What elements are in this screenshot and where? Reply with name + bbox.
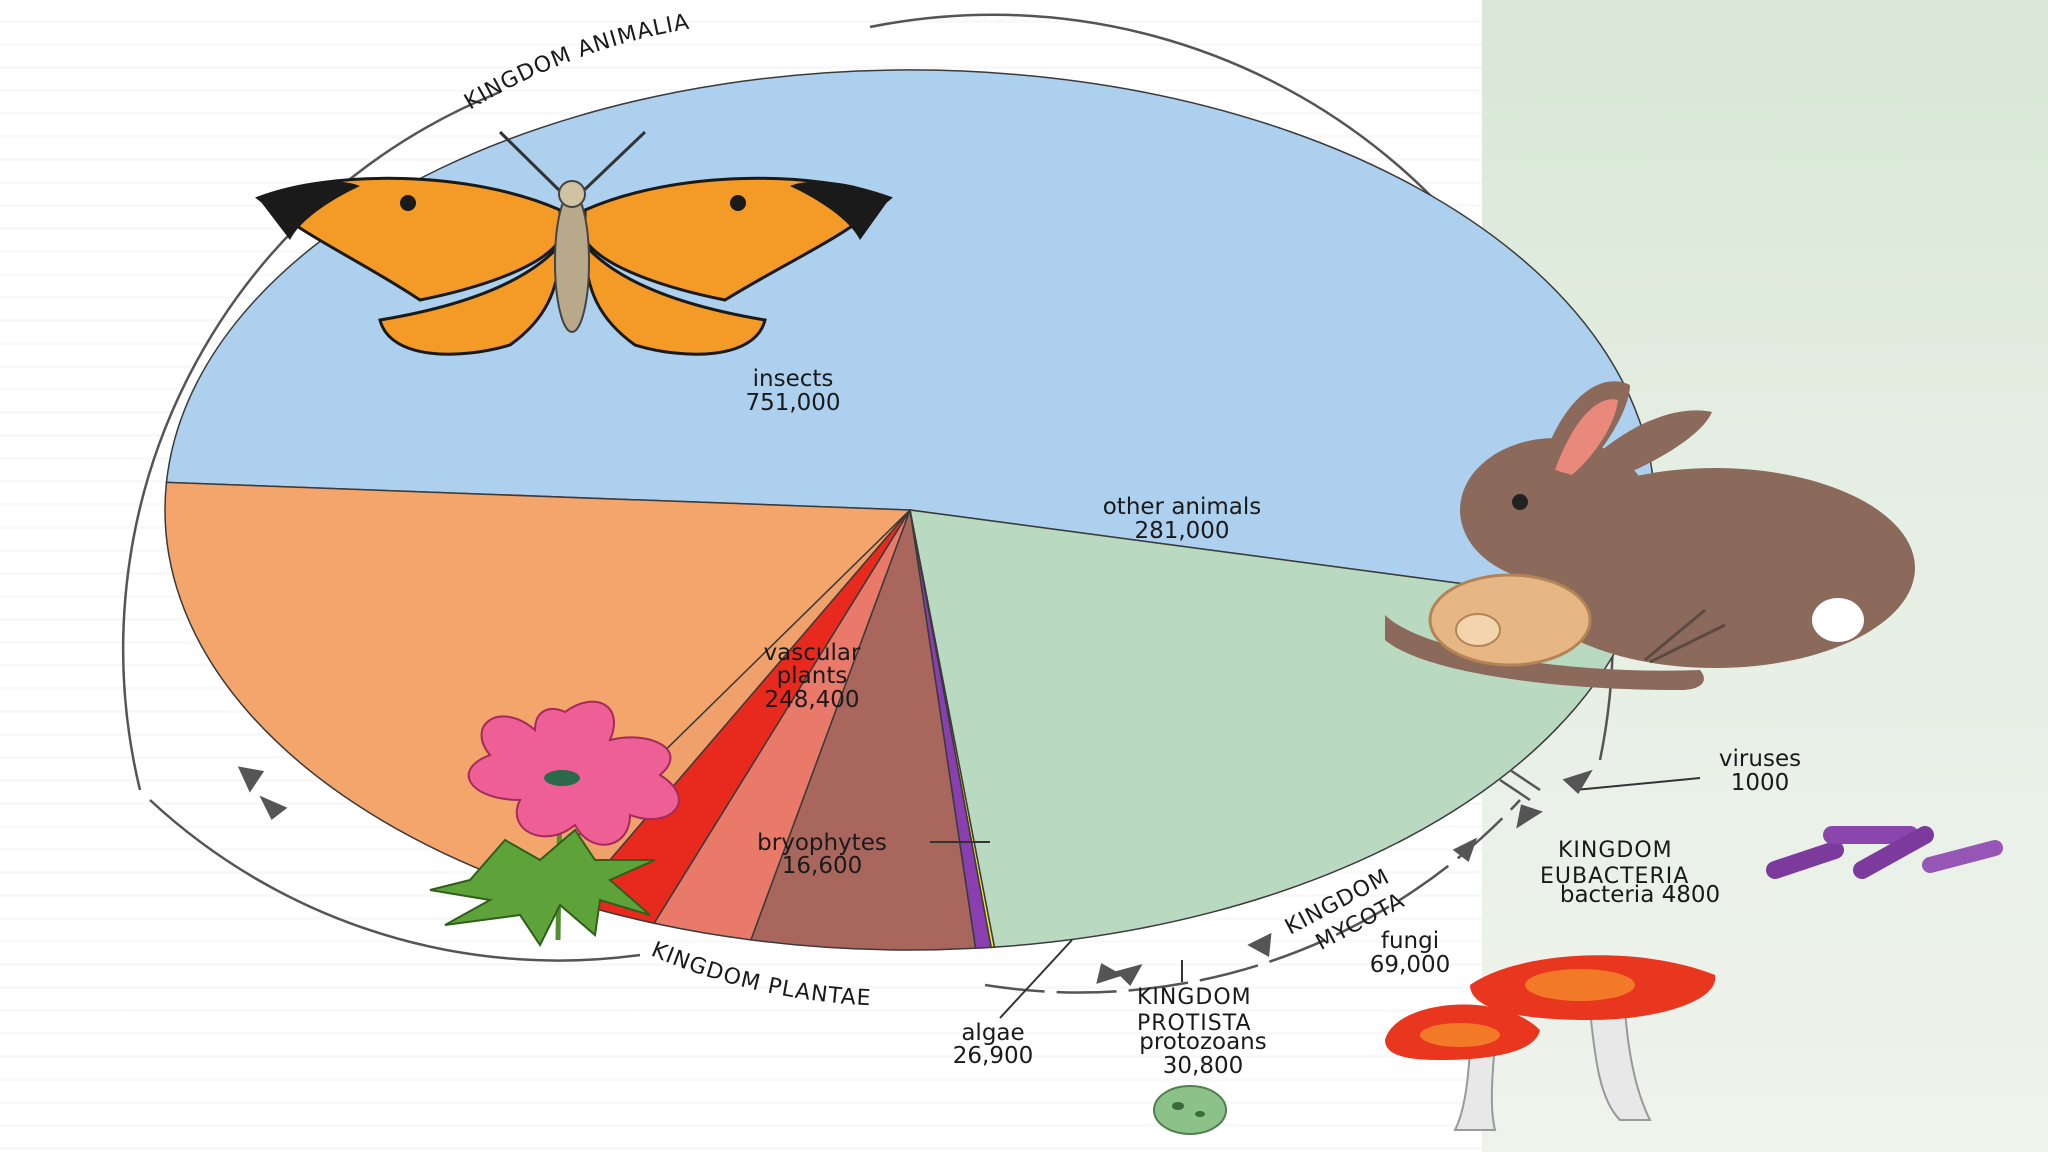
value-protozoans: 30,800	[1163, 1053, 1243, 1079]
value-fungi: 69,000	[1370, 952, 1450, 978]
protozoan-illustration	[1153, 1085, 1227, 1135]
flower-illustration	[429, 700, 680, 947]
value-vascular-plants: 248,400	[764, 687, 859, 713]
kingdom-ring-lower	[984, 799, 1521, 994]
value-insects: 751,000	[745, 390, 840, 416]
kingdom-ring-plantae	[149, 799, 641, 962]
ring-break-viruses-a	[1499, 778, 1531, 802]
value-viruses: 1000	[1731, 770, 1790, 796]
kingdom-protista-label-1: KINGDOM	[1137, 985, 1252, 1010]
kingdom-ring-animalia	[121, 90, 501, 791]
arrow-mycota-left	[1452, 837, 1478, 863]
arrow-plantae	[1096, 963, 1124, 984]
butterfly-illustration	[255, 130, 893, 356]
arrow-protista	[1115, 964, 1143, 987]
pie-slice-fungi	[749, 509, 977, 951]
kingdom-eubacteria-label-2: EUBACTERIA	[1540, 864, 1689, 889]
pie-slice-vascular-plants	[164, 481, 912, 888]
leader-algae	[999, 939, 1073, 1019]
rabbit-illustration	[1460, 381, 1915, 668]
label-other-animals: other animals	[1103, 494, 1262, 520]
label-viruses: viruses	[1719, 746, 1801, 772]
kingdom-protista-label-2: PROTISTA	[1137, 1011, 1252, 1036]
label-fungi: fungi	[1381, 928, 1439, 954]
arrow-plantae-left	[259, 795, 288, 820]
label-vascular-plants-2: plants	[777, 663, 848, 689]
arrow-animalia-left	[237, 766, 265, 793]
mushrooms-illustration	[1385, 955, 1716, 1131]
value-algae: 26,900	[953, 1043, 1033, 1069]
bacteria-illustration	[1766, 826, 2003, 879]
arrow-mycota-lower	[1247, 932, 1272, 958]
arrow-viruses	[1562, 769, 1593, 794]
label-vascular-plants-1: vascular	[764, 640, 861, 666]
arrow-eubacteria	[1516, 804, 1543, 829]
ring-break-viruses-b	[1509, 768, 1541, 792]
label-protozoans: protozoans	[1139, 1029, 1267, 1055]
value-other-animals: 281,000	[1134, 518, 1229, 544]
snail-illustration	[1385, 573, 1726, 690]
label-bacteria: bacteria 4800	[1560, 882, 1720, 908]
value-bryophytes: 16,600	[782, 853, 862, 879]
ring-arrows	[237, 766, 1593, 987]
label-algae: algae	[961, 1020, 1024, 1046]
label-bryophytes: bryophytes	[757, 830, 887, 856]
label-insects: insects	[753, 366, 834, 392]
kingdom-eubacteria-label-1: KINGDOM	[1558, 838, 1673, 863]
leader-viruses	[1574, 777, 1701, 791]
